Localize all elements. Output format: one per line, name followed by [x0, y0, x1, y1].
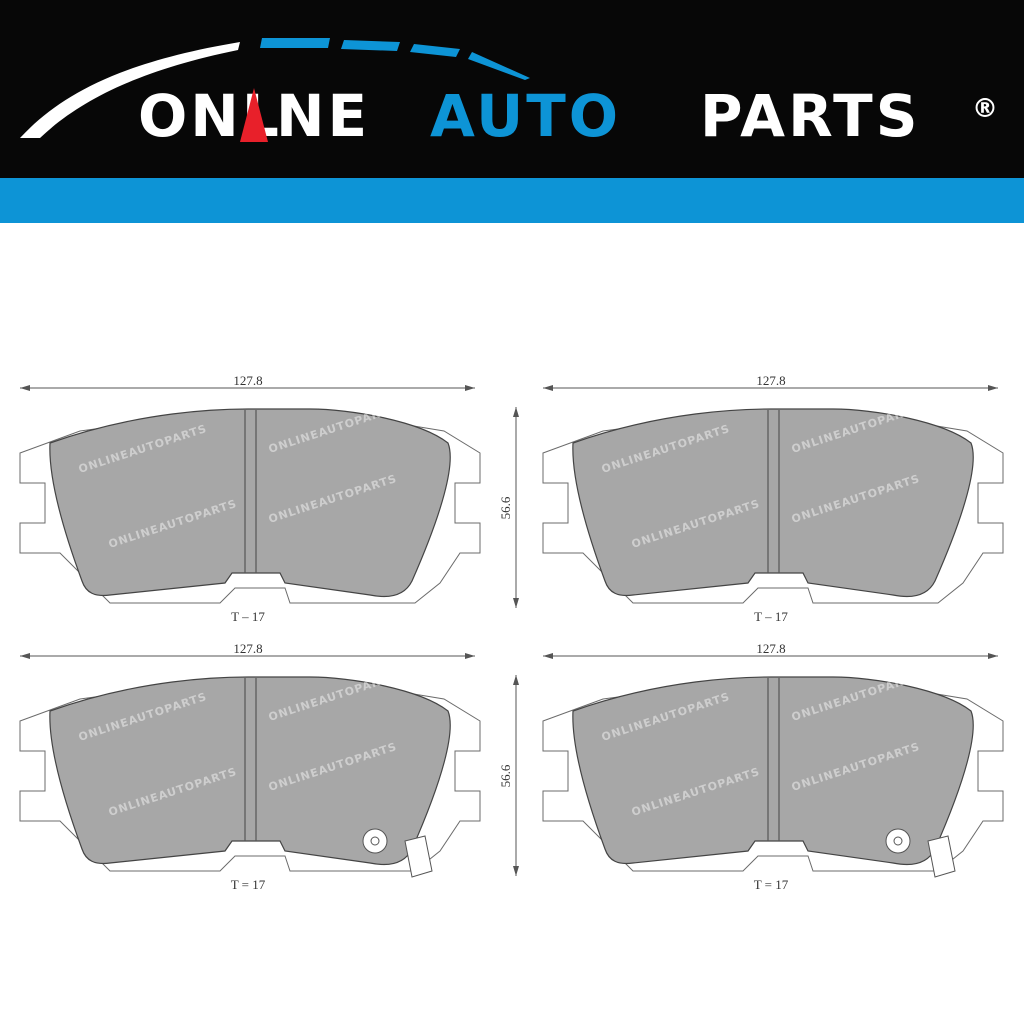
height-dimension-label: 56.6: [498, 496, 513, 519]
arrow-left-icon: [20, 385, 30, 391]
thickness-label: T = 17: [231, 877, 266, 892]
arrow-right-icon: [988, 653, 998, 659]
thickness-label: T = 17: [754, 877, 789, 892]
width-dimension-label: 127.8: [233, 641, 262, 656]
wear-sensor-hole-icon: [885, 828, 911, 854]
arrow-left-icon: [543, 653, 553, 659]
arrow-left-icon: [543, 385, 553, 391]
width-dimension-label: 127.8: [756, 373, 785, 388]
friction-material: [572, 676, 974, 866]
width-dimension-label: 127.8: [233, 373, 262, 388]
logo-text-part2: NE: [276, 82, 371, 150]
arrow-right-icon: [465, 385, 475, 391]
brand-banner: ONL NE AUTO PARTS ®: [0, 0, 1024, 178]
arrow-down-icon: [513, 598, 519, 608]
logo-swoosh-icon: [20, 38, 530, 138]
wear-sensor-clip-icon: [404, 835, 433, 878]
thickness-label: T – 17: [231, 609, 265, 624]
wear-sensor-hole-icon: [362, 828, 388, 854]
logo-text-part4: PARTS: [700, 82, 921, 150]
friction-material: [49, 408, 451, 598]
brand-stripe: [0, 178, 1024, 223]
width-dimension-label: 127.8: [756, 641, 785, 656]
logo-i-needle-icon: [237, 86, 271, 146]
friction-material: [572, 408, 974, 598]
arrow-up-icon: [513, 675, 519, 685]
registered-mark: ®: [972, 94, 998, 124]
height-dimension-label: 56.6: [498, 764, 513, 787]
arrow-down-icon: [513, 866, 519, 876]
arrow-up-icon: [513, 407, 519, 417]
thickness-label: T – 17: [754, 609, 788, 624]
arrow-right-icon: [465, 653, 475, 659]
logo-text-part3: AUTO: [430, 82, 622, 150]
wear-sensor-clip-icon: [927, 835, 956, 878]
wear-sensor-rivet-icon: [893, 836, 903, 846]
arrow-left-icon: [20, 653, 30, 659]
friction-material: [49, 676, 451, 866]
arrow-right-icon: [988, 385, 998, 391]
wear-sensor-rivet-icon: [370, 836, 380, 846]
